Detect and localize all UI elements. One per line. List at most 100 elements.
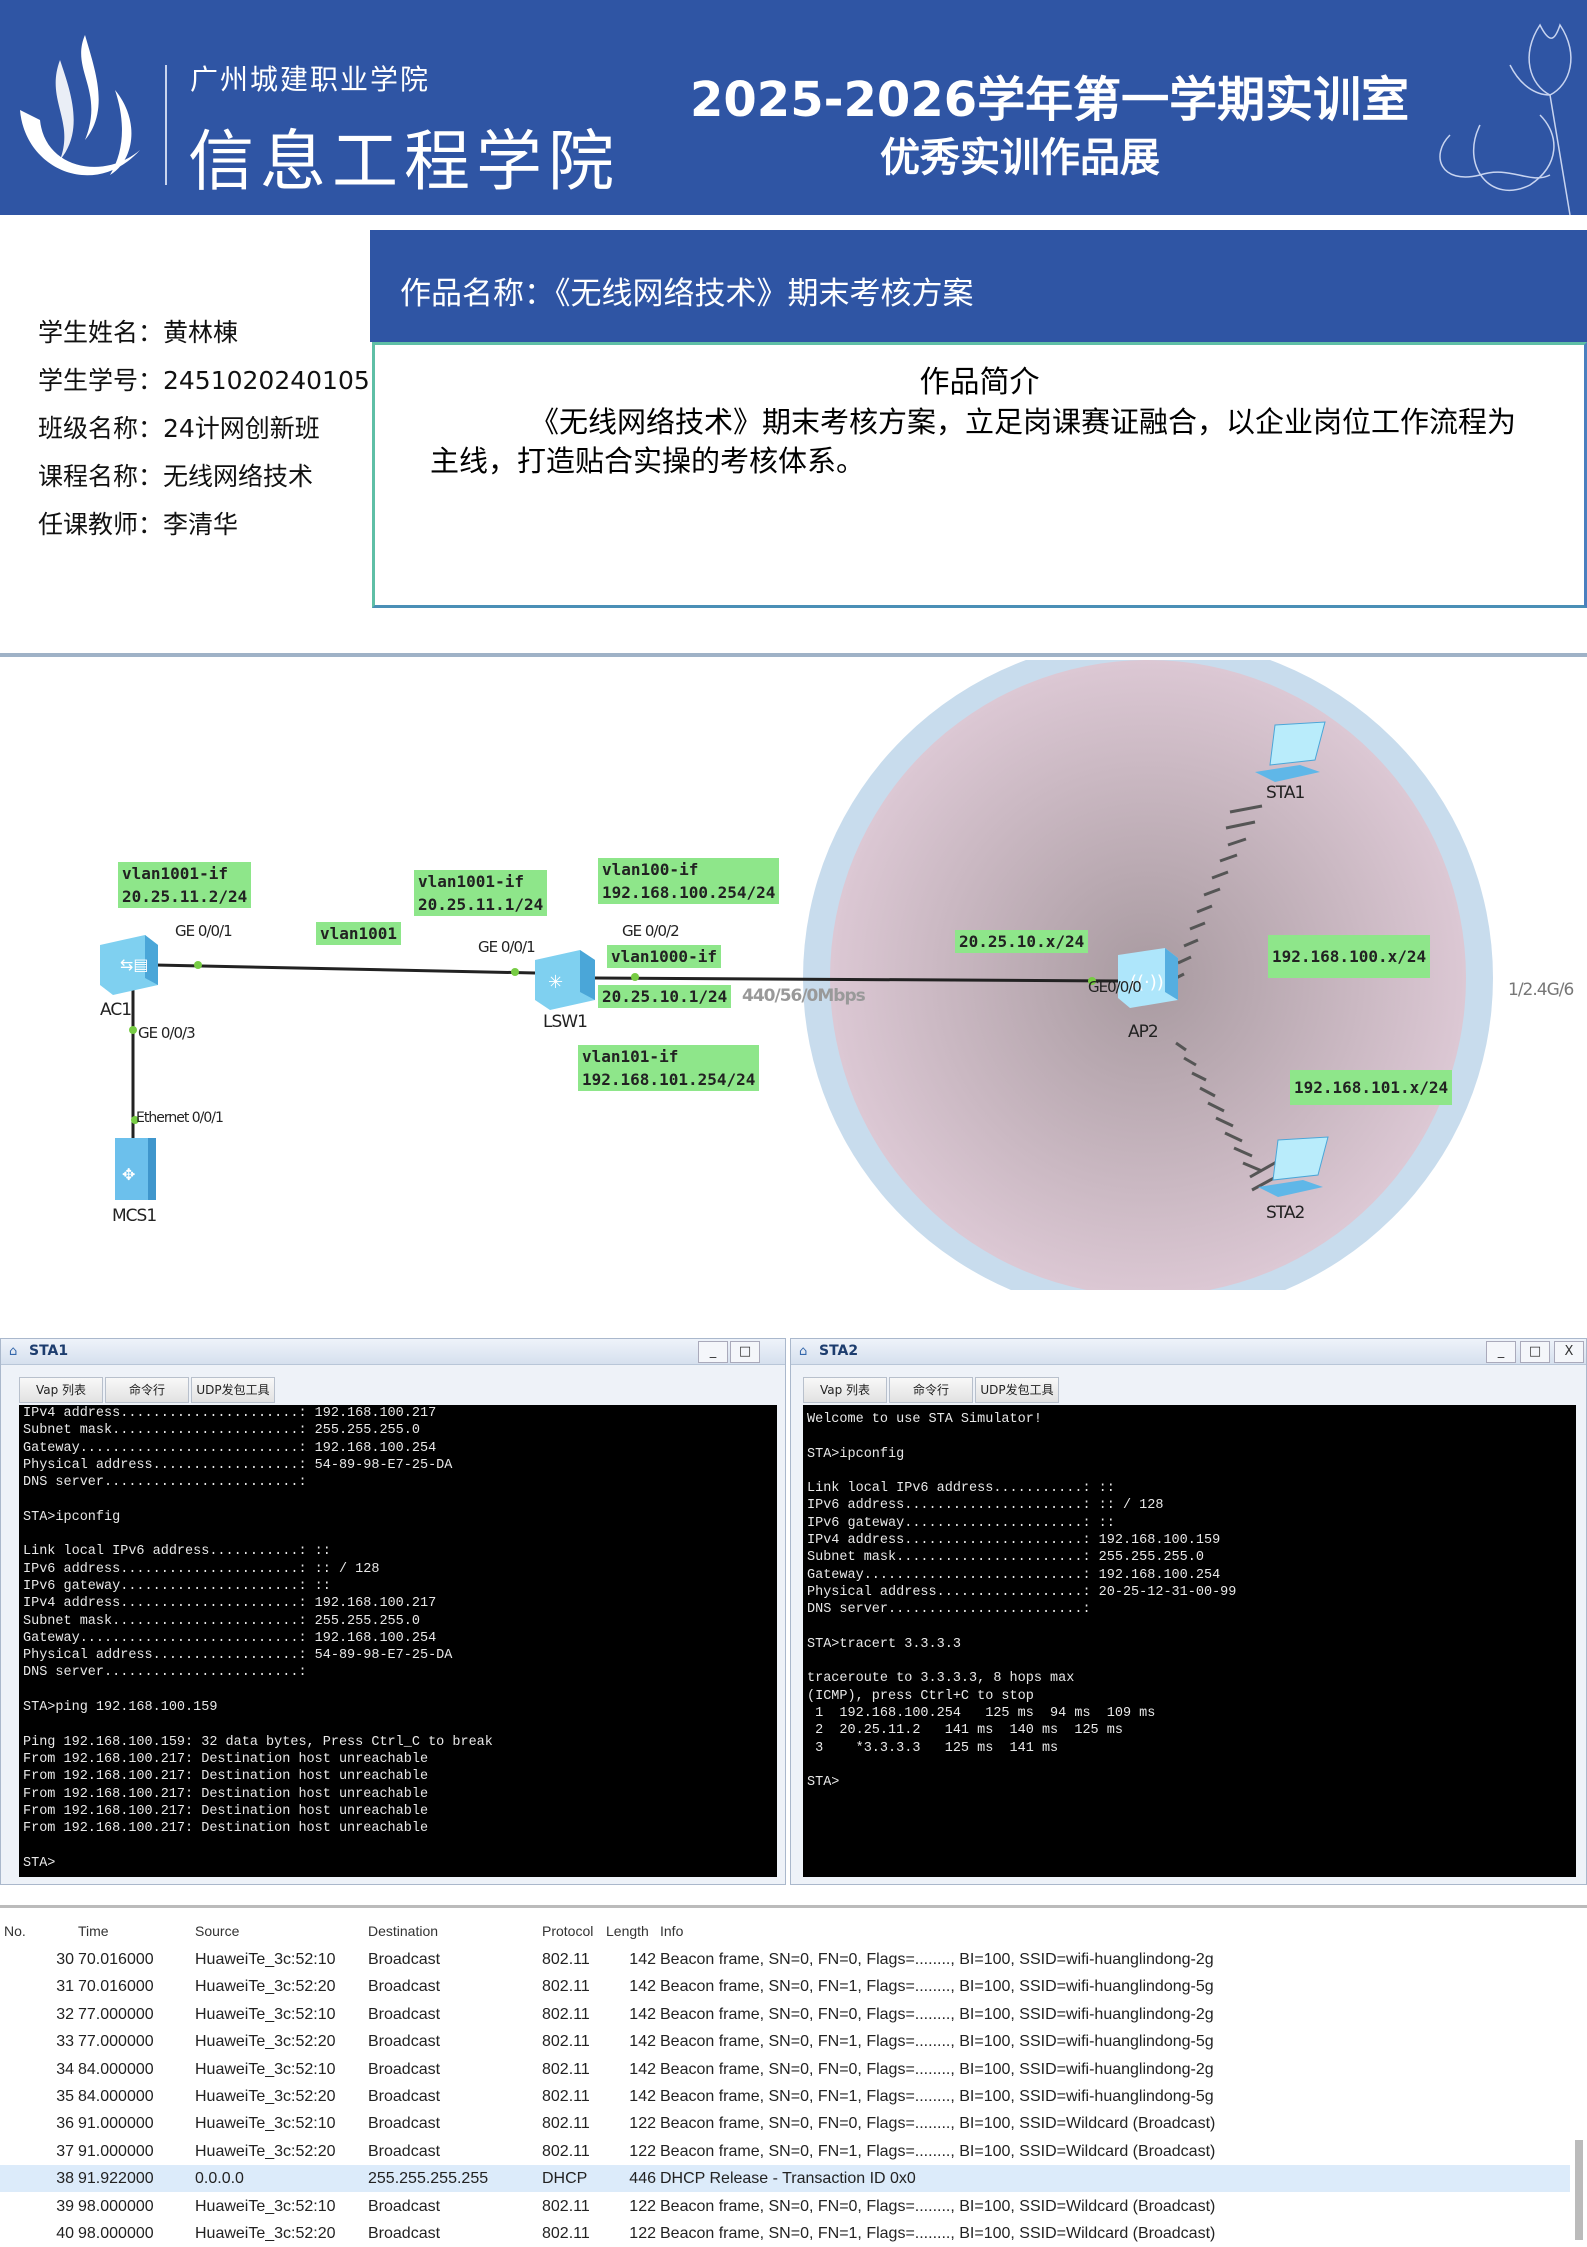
page-header: 广州城建职业学院 信息工程学院 2025-2026学年第一学期实训室 优秀实训作… <box>0 0 1587 215</box>
port-label: GE 0/0/2 <box>622 922 680 940</box>
col-destination: Broadcast <box>368 2142 441 2160</box>
terminal-line: STA>tracert 3.3.3.3 <box>807 1636 961 1652</box>
col-no: 38 <box>56 2170 74 2188</box>
tab-udp-tool[interactable]: UDP发包工具 <box>191 1377 275 1403</box>
mcs1-server-icon[interactable]: ✥ <box>115 1138 156 1200</box>
col-protocol: 802.11 <box>542 2033 590 2051</box>
work-title: 作品名称：《无线网络技术》期末考核方案 <box>400 276 974 312</box>
terminal-line: Subnet mask.......................: 255.… <box>23 1423 420 1439</box>
terminal-line: 1 192.168.100.254 125 ms 94 ms 109 ms <box>807 1706 1156 1722</box>
sta2-laptop-icon[interactable] <box>1258 1136 1329 1197</box>
col-protocol: 802.11 <box>542 2115 590 2133</box>
terminal-line: IPv6 address......................: :: /… <box>23 1561 380 1577</box>
sta1-laptop-icon[interactable] <box>1255 721 1326 782</box>
col-time: 84.000000 <box>78 2060 154 2078</box>
vlanif-name: vlan1001-if <box>122 864 228 883</box>
terminal-line: STA> <box>23 1855 56 1871</box>
port-label: GE 0/0/3 <box>138 1024 196 1042</box>
maximize-button[interactable]: □ <box>1520 1341 1550 1363</box>
col-info: Beacon frame, SN=0, FN=1, Flags=........… <box>660 2088 1214 2105</box>
terminal-line: Physical address..................: 54-8… <box>23 1457 453 1473</box>
intro-text: 《无线网络技术》期末考核方案，立足岗课赛证融合，以企业岗位工作流程为主线，打造贴… <box>430 405 1517 478</box>
maximize-button[interactable]: □ <box>730 1341 760 1363</box>
terminal-line: STA>ipconfig <box>23 1509 121 1525</box>
lsw1-switch-icon[interactable]: ✳ <box>535 950 595 1010</box>
sta1-title-bar[interactable]: ⌂ STA1 _ □ <box>1 1339 785 1365</box>
terminal-line <box>807 1757 1572 1774</box>
svg-text:✥: ✥ <box>122 1165 135 1184</box>
sta1-terminal[interactable]: IPv4 address......................: 192.… <box>19 1405 777 1877</box>
terminal-line: (ICMP), press Ctrl+C to stop <box>807 1688 1034 1704</box>
minimize-button[interactable]: _ <box>1486 1341 1516 1363</box>
col-source: HuaweiTe_3c:52:20 <box>195 2088 336 2105</box>
topology-canvas: ⇆▤ ✳ ✥ ((·)) <box>100 660 1493 1290</box>
terminal-line: Physical address..................: 54-8… <box>23 1648 453 1664</box>
terminal-line <box>807 1619 1572 1636</box>
col-time-header[interactable]: Time <box>78 1923 109 1939</box>
minimize-button[interactable]: _ <box>698 1341 728 1363</box>
col-info-header[interactable]: Info <box>660 1923 684 1939</box>
tab-command-line[interactable]: 命令行 <box>105 1377 189 1403</box>
terminal-line: traceroute to 3.3.3.3, 8 hops max <box>807 1671 1075 1687</box>
tab-vap-list[interactable]: Vap 列表 <box>19 1377 103 1403</box>
svg-text:✳: ✳ <box>548 972 563 993</box>
tab-udp-tool[interactable]: UDP发包工具 <box>975 1377 1059 1403</box>
port-dot <box>131 1116 139 1124</box>
col-no-header[interactable]: No. <box>4 1923 26 1939</box>
vlanif-ip: 192.168.101.254/24 <box>582 1070 756 1089</box>
port-dot <box>631 973 639 981</box>
col-destination-header[interactable]: Destination <box>368 1923 439 1939</box>
vlanif-ip: 20.25.11.1/24 <box>418 895 544 914</box>
col-info: Beacon frame, SN=0, FN=1, Flags=........… <box>660 1978 1214 1996</box>
ap2-access-point-icon[interactable]: ((·)) <box>1118 948 1178 1008</box>
terminal-line: 2 20.25.11.2 141 ms 140 ms 125 ms <box>807 1723 1123 1739</box>
school-name: 广州城建职业学院 <box>190 63 431 96</box>
ac1-icon[interactable]: ⇆▤ <box>100 935 158 995</box>
college-name: 信息工程学院 <box>188 123 620 200</box>
col-source: HuaweiTe_3c:52:20 <box>195 2033 336 2051</box>
terminal-line <box>807 1463 1572 1480</box>
terminal-line: STA>ping 192.168.100.159 <box>23 1700 218 1716</box>
packet-list-scrollbar[interactable] <box>1575 2140 1583 2240</box>
col-source-header[interactable]: Source <box>195 1923 240 1939</box>
col-source: HuaweiTe_3c:52:20 <box>195 2225 336 2242</box>
port-dot <box>194 961 202 969</box>
terminal-line: DNS server........................: <box>807 1602 1091 1618</box>
col-length: 142 <box>629 2060 656 2078</box>
terminal-line: Physical address..................: 20-2… <box>807 1584 1237 1600</box>
terminal-line: Gateway...........................: 192.… <box>23 1440 437 1456</box>
col-length-header[interactable]: Length <box>606 1923 649 1939</box>
sta2-terminal[interactable]: Welcome to use STA Simulator! STA>ipconf… <box>803 1405 1576 1877</box>
sta2-title-bar[interactable]: ⌂ STA2 _ □ X <box>791 1339 1586 1365</box>
col-protocol-header[interactable]: Protocol <box>542 1923 594 1939</box>
col-length: 446 <box>629 2170 656 2188</box>
col-time: 91.922000 <box>78 2170 154 2188</box>
college-logo-icon <box>20 35 140 176</box>
col-protocol: 802.11 <box>542 2225 590 2242</box>
col-protocol: DHCP <box>542 2170 588 2188</box>
terminal-line: From 192.168.100.217: Destination host u… <box>23 1786 429 1802</box>
col-length: 142 <box>629 1978 656 1996</box>
close-button[interactable]: X <box>1554 1341 1584 1363</box>
exhibition-subtitle: 优秀实训作品展 <box>880 135 1160 181</box>
terminal-line <box>23 1491 773 1508</box>
port-dot <box>511 968 519 976</box>
tab-vap-list[interactable]: Vap 列表 <box>803 1377 887 1403</box>
tab-command-line[interactable]: 命令行 <box>889 1377 973 1403</box>
col-time: 84.000000 <box>78 2088 154 2105</box>
terminal-line: Subnet mask.......................: 255.… <box>807 1550 1204 1566</box>
terminal-line <box>23 1716 773 1733</box>
